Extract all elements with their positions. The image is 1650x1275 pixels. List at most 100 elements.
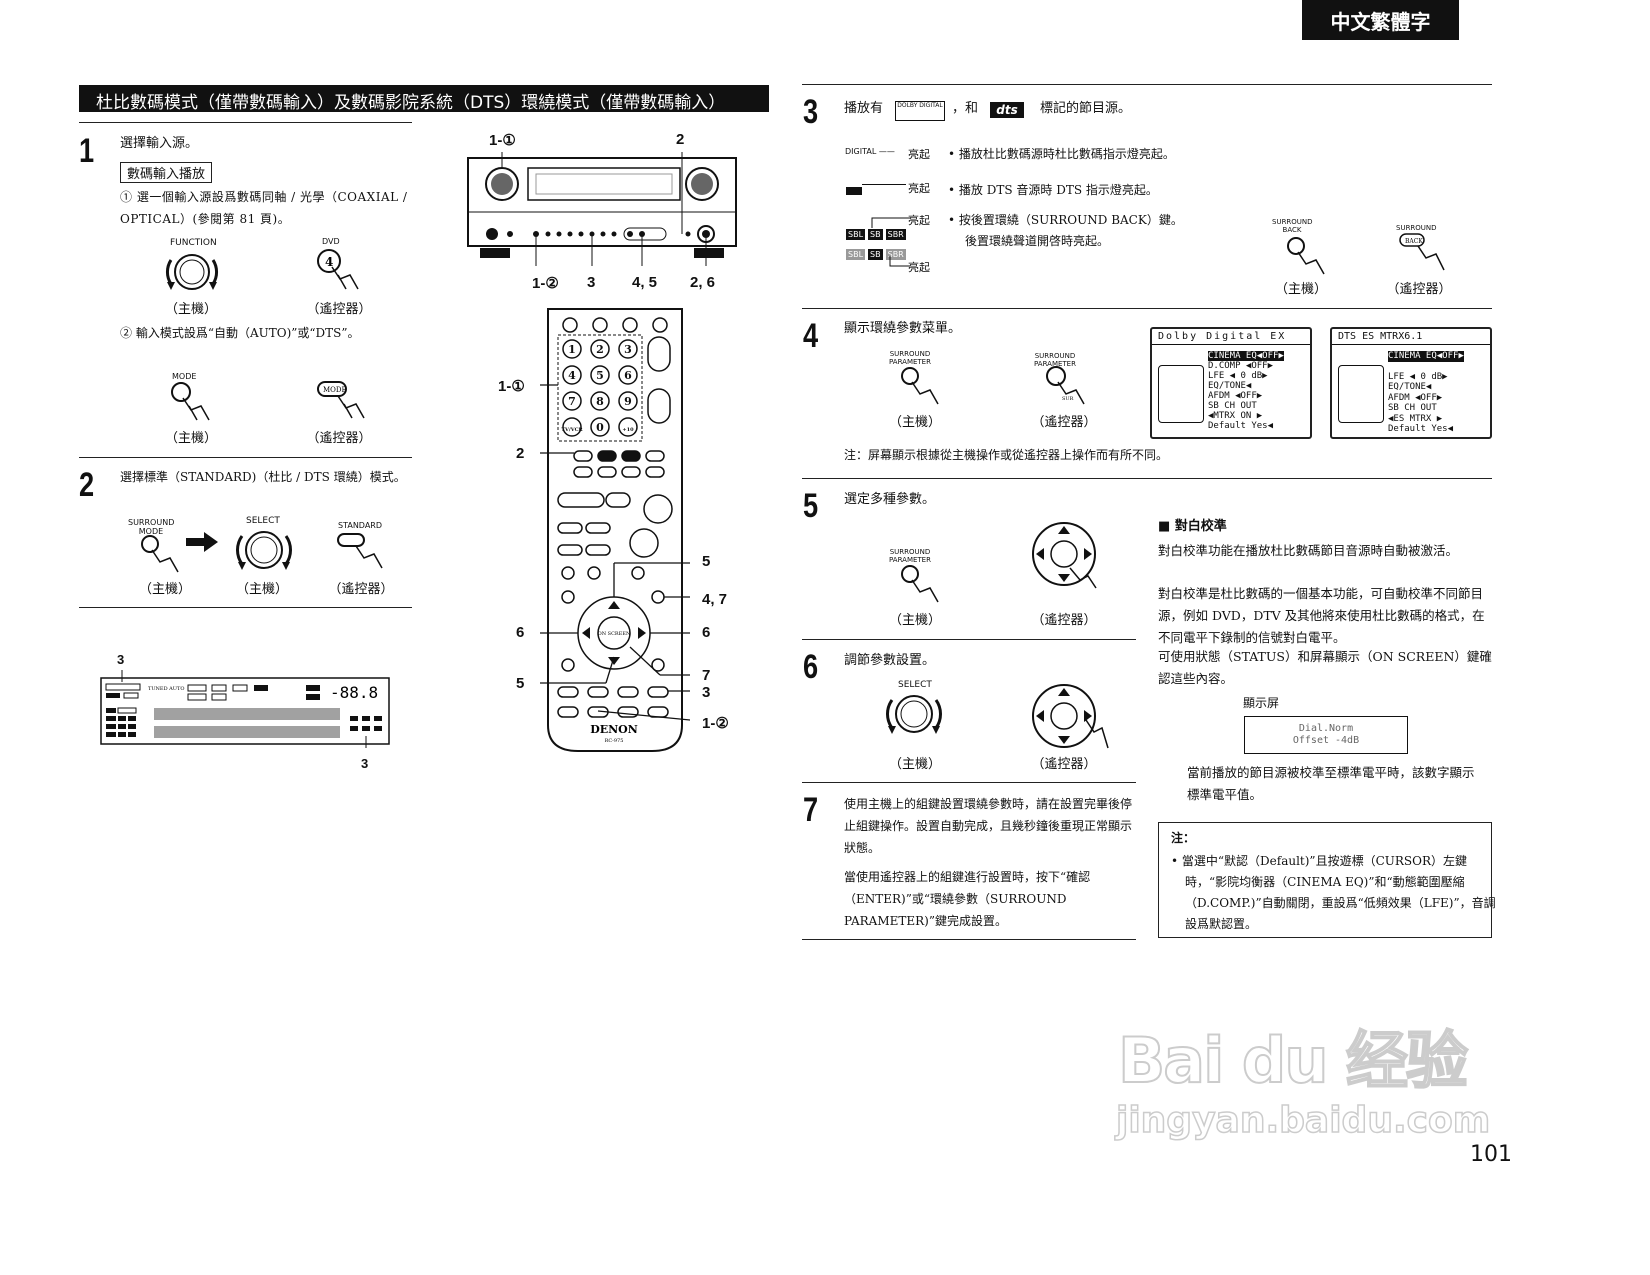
divider bbox=[802, 782, 1136, 783]
remote-callout-6-left: 6 bbox=[516, 624, 525, 641]
remote-key bbox=[562, 365, 582, 385]
remote-surround-parameter-key-icon: SUR bbox=[1046, 366, 1085, 405]
standard-key-icon bbox=[337, 533, 383, 569]
dolby-logo-text: DOLBY DIGITAL bbox=[897, 102, 943, 109]
sbl-indicator-dim: SBL bbox=[846, 249, 866, 260]
surround-parameter-label: SURROUND PARAMETER bbox=[889, 350, 931, 366]
divider bbox=[79, 607, 412, 608]
note-box: 注： • 當選中“默認（Default)”且按遊標（CURSOR）左鍵時，“影院… bbox=[1158, 822, 1496, 938]
indicator-leader bbox=[862, 184, 906, 185]
surround-mode-button-icon bbox=[141, 535, 179, 573]
osd2-row: LFE ◀ 0 dB▶ bbox=[1388, 371, 1448, 382]
sb-indicator: SB bbox=[868, 229, 883, 240]
step-number-1: 1 bbox=[79, 132, 95, 170]
step6-title: 調節參數設置。 bbox=[844, 653, 936, 668]
step3-bullet2: • 播放 DTS 音源時 DTS 指示燈亮起。 bbox=[948, 183, 1158, 197]
step1-tag-wrap: 數碼輸入播放 bbox=[120, 162, 213, 183]
caption-remote: （遙控器） bbox=[1031, 415, 1097, 430]
sb-leader-lines bbox=[871, 217, 910, 267]
caption-remote: （遙控器） bbox=[328, 582, 394, 597]
remote-callout-5-right: 5 bbox=[702, 553, 711, 570]
lit-label: 亮起 bbox=[908, 214, 930, 227]
osd2-title: DTS ES MTRX6.1 bbox=[1332, 329, 1490, 345]
remote-key bbox=[590, 391, 610, 411]
lit-label: 亮起 bbox=[908, 182, 930, 195]
lit-label: 亮起 bbox=[908, 261, 930, 274]
remote-key bbox=[590, 417, 610, 437]
standard-label: STANDARD bbox=[338, 521, 383, 530]
step1-item1: ① 選一個輸入源設爲數碼同軸 / 光學（COAXIAL / OPTICAL）(參… bbox=[120, 190, 408, 226]
remote-key bbox=[562, 339, 582, 359]
dialog-norm-p4: 當前播放的節目源被校準至標準電平時，該數字顯示標準電平值。 bbox=[1187, 765, 1475, 802]
caption-remote: （遙控器） bbox=[306, 431, 372, 446]
remote-callout-6-right: 6 bbox=[702, 624, 711, 641]
front-display-diagram: TUNED AUTO -88.8 bbox=[100, 670, 390, 748]
back-key-icon: BACK bbox=[1399, 233, 1445, 271]
step4-note: 注：屏幕顯示根據從主機操作或從遙控器上操作而有所不同。 bbox=[844, 448, 1169, 462]
receiver-callout-1-2: 1-② bbox=[532, 275, 559, 292]
step7-para1: 使用主機上的組鍵設置環繞參數時，請在設置完畢後停止組鍵操作。設置自動完成，且幾秒… bbox=[844, 797, 1133, 855]
svg-text:TUNED AUTO: TUNED AUTO bbox=[148, 686, 184, 692]
step-number-5: 5 bbox=[803, 487, 819, 525]
svg-text:RC-975: RC-975 bbox=[605, 738, 624, 744]
select-label: SELECT bbox=[898, 680, 932, 690]
divider bbox=[79, 122, 412, 123]
remote-key-label: 7 bbox=[568, 395, 576, 408]
divider bbox=[802, 84, 1492, 85]
step1-title: 選擇輸入源。 bbox=[120, 136, 199, 151]
caption-main-unit: （主機） bbox=[1274, 282, 1327, 297]
remote-key bbox=[618, 339, 638, 359]
step3-bullet3: • 按後置環繞（SURROUND BACK）鍵。 bbox=[948, 213, 1183, 227]
note-bullet: • 當選中“默認（Default)”且按遊標（CURSOR）左鍵時，“影院均衡器… bbox=[1171, 854, 1496, 931]
remote-key-label: 5 bbox=[596, 369, 604, 382]
sb-indicators-row2: SBL SB SBR bbox=[846, 249, 906, 260]
step4-title: 顯示環繞參數菜單。 bbox=[844, 321, 962, 336]
function-knob-icon bbox=[166, 254, 218, 290]
remote-callout-5-left: 5 bbox=[516, 675, 525, 692]
dialog-norm-p2: 對白校準是杜比數碼的一個基本功能，可自動校準不同節目源，例如 DVD，DTV 及… bbox=[1158, 586, 1485, 645]
osd-dts-es-mtrx: DTS ES MTRX6.1 CINEMA EQ◀OFF▶ LFE ◀ 0 dB… bbox=[1330, 327, 1492, 439]
section-title: 杜比數碼模式（僅帶數碼輸入）及數碼影院系統（DTS）環繞模式（僅帶數碼輸入） bbox=[96, 93, 726, 113]
divider bbox=[802, 308, 1492, 309]
osd-dolby-digital-ex: Dolby Digital EX CINEMA EQ◀OFF▶ D.COMP ◀… bbox=[1150, 327, 1312, 439]
dialog-norm-heading: ■ 對白校準 bbox=[1158, 519, 1227, 534]
osd1-row: SB CH OUT bbox=[1208, 401, 1257, 411]
remote-key-label: 1 bbox=[568, 343, 576, 356]
step3-title-mid: ，和 bbox=[952, 101, 979, 116]
language-tab-label: 中文繁體字 bbox=[1330, 9, 1431, 34]
remote-key-label: 0 bbox=[596, 421, 604, 434]
page-number: 101 bbox=[1470, 1142, 1512, 1167]
caption-remote: （遙控器） bbox=[306, 302, 372, 317]
receiver-callout-3: 3 bbox=[587, 274, 596, 291]
surround-parameter-button-icon bbox=[901, 565, 939, 603]
remote-callout-1-1: 1-① bbox=[498, 378, 525, 395]
step-number-2: 2 bbox=[79, 466, 95, 504]
svg-text:SUR: SUR bbox=[1062, 396, 1074, 402]
osd2-speaker-icon bbox=[1338, 365, 1384, 423]
remote-key bbox=[590, 365, 610, 385]
screen-line2: Offset -4dB bbox=[1292, 735, 1360, 746]
step-number-6: 6 bbox=[803, 648, 819, 686]
caption-main-unit: （主機） bbox=[888, 757, 941, 772]
osd2-row: CINEMA EQ◀OFF▶ bbox=[1388, 351, 1464, 362]
osd2-row: AFDM ◀OFF▶ bbox=[1388, 392, 1443, 403]
osd1-row: D.COMP ◀OFF▶ bbox=[1208, 361, 1274, 371]
caption-main-unit: （主機） bbox=[138, 582, 191, 597]
osd1-row: AFDM ◀OFF▶ bbox=[1208, 391, 1263, 401]
svg-text:BACK: BACK bbox=[1405, 238, 1423, 245]
remote-key bbox=[590, 339, 610, 359]
remote-key bbox=[618, 417, 638, 437]
remote-key-label: 6 bbox=[624, 369, 632, 382]
watermark-url: jingyan.baidu.com bbox=[1115, 1099, 1491, 1142]
osd2-row: EQ/TONE◀ bbox=[1388, 382, 1432, 392]
step7-para2: 當使用遙控器上的組鍵進行設置時，按下“確認（ENTER)”或“環繞參數（SURR… bbox=[844, 870, 1091, 928]
remote-key bbox=[618, 391, 638, 411]
dts-indicator bbox=[846, 187, 862, 195]
dvd-key-icon: 4 bbox=[317, 249, 359, 290]
surround-back-label: SURROUND BACK bbox=[1272, 218, 1313, 234]
step3-title-post: 標記的節目源。 bbox=[1040, 101, 1132, 116]
surround-parameter-button-icon bbox=[901, 367, 939, 405]
svg-text:MODE: MODE bbox=[323, 386, 347, 394]
caption-remote: （遙控器） bbox=[1031, 757, 1097, 772]
